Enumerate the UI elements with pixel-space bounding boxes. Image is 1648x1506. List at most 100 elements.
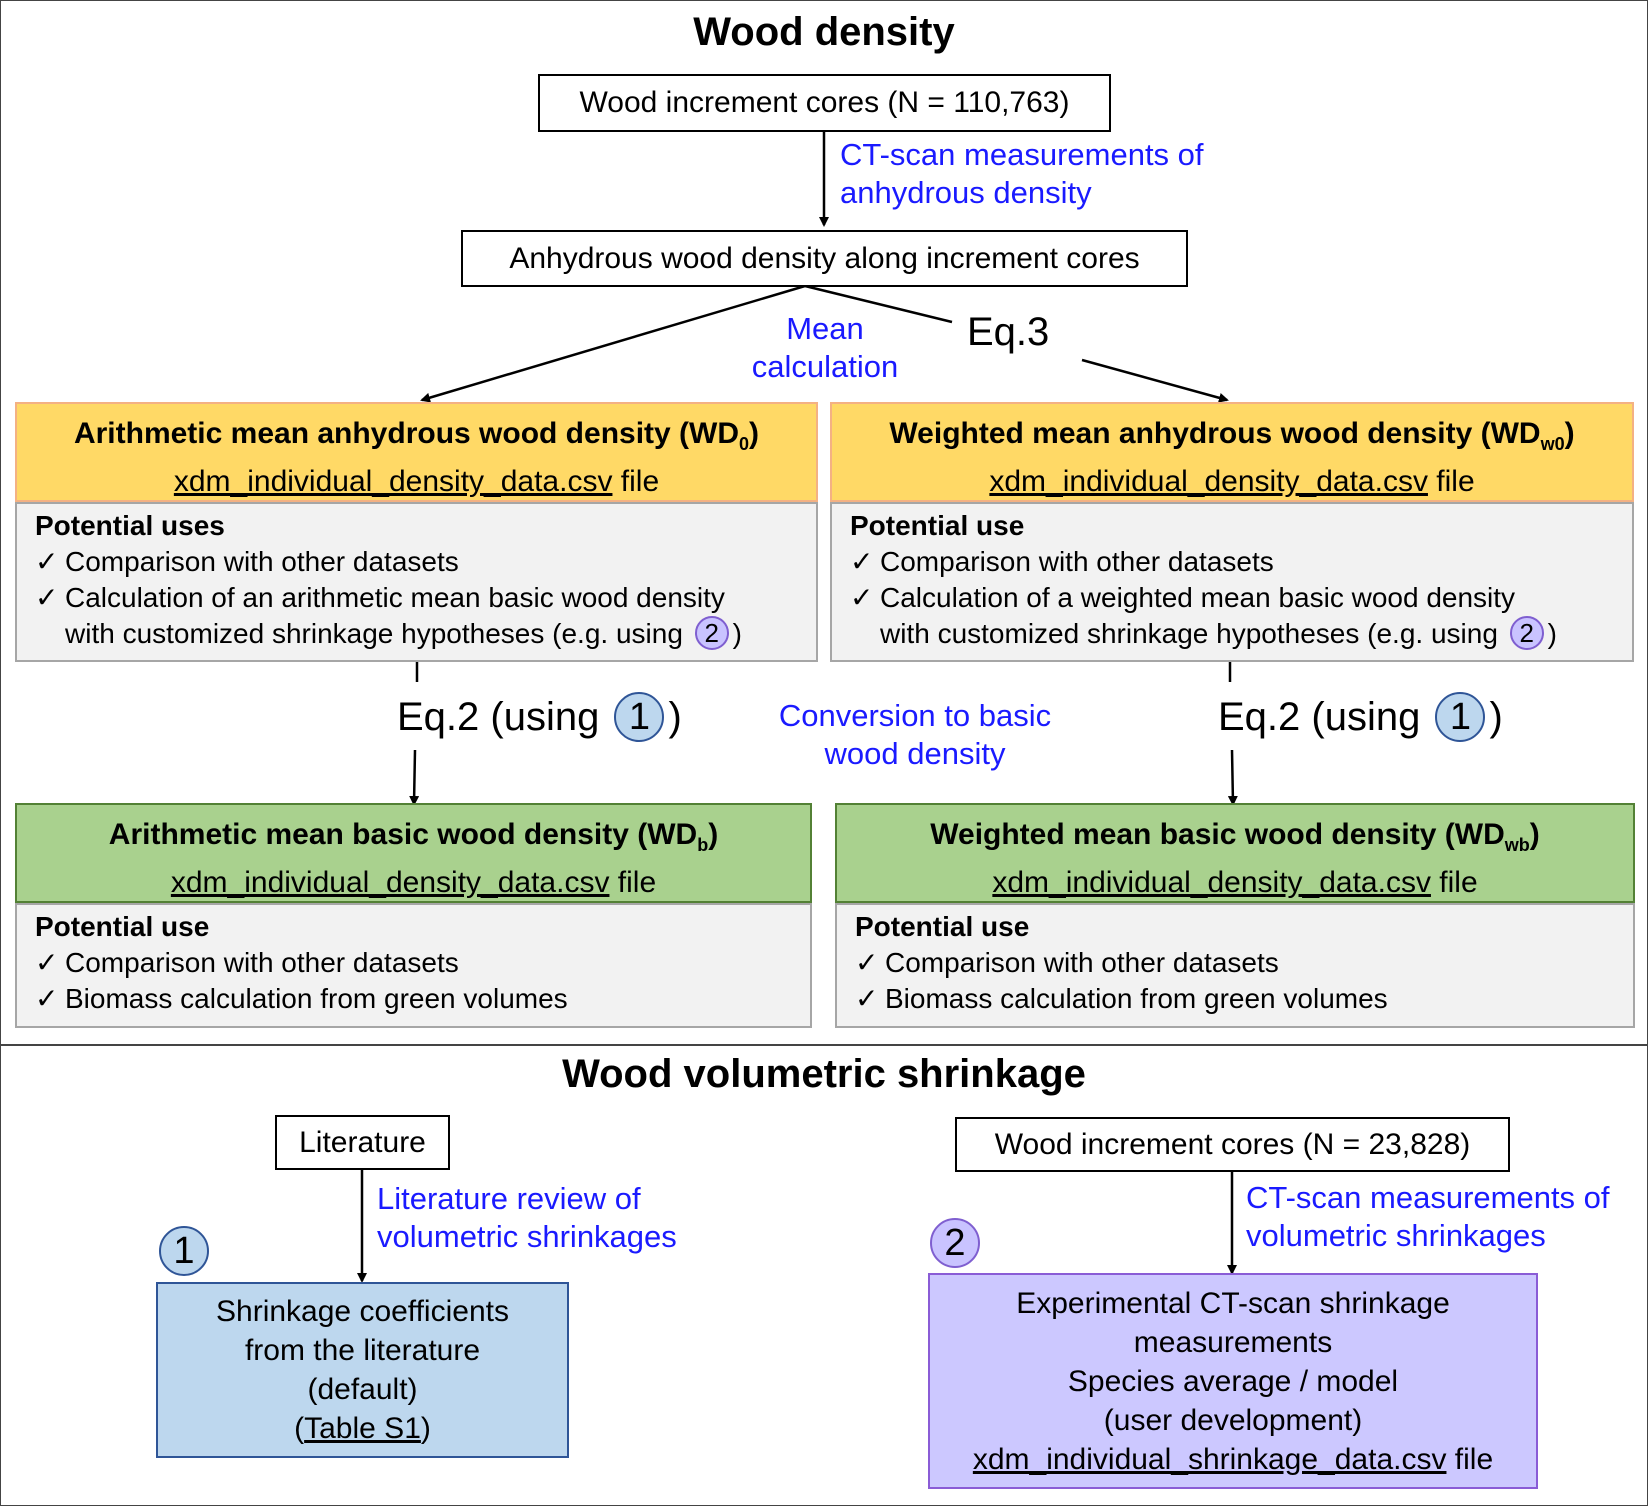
weighted-basic-use-1-text: Comparison with other datasets: [885, 947, 1279, 978]
shrinkage-file: xdm_individual_shrinkage_data.csv: [972, 1442, 1447, 1476]
weighted-anhydrous-sub: w0: [1540, 434, 1565, 454]
weighted-basic-use-1: ✓Comparison with other datasets: [855, 945, 1633, 981]
weighted-anhydrous-use-1-text: Comparison with other datasets: [880, 546, 1274, 577]
weighted-anhydrous-use-2-cont: with customized shrinkage hypotheses (e.…: [850, 616, 1632, 652]
weighted-anhydrous-file-suffix: file: [1427, 465, 1475, 498]
shrinkage-cores-box: Wood increment cores (N = 23,828): [955, 1117, 1510, 1172]
arith-anhydrous-sub: 0: [739, 434, 750, 454]
badge-1-icon: 1: [614, 692, 665, 742]
exp-line2: measurements: [1133, 1325, 1333, 1359]
coef-line2: from the literature: [244, 1334, 481, 1367]
weighted-basic-file: xdm_individual_density_data.csv: [992, 866, 1431, 899]
arith-basic-use-1: ✓Comparison with other datasets: [35, 945, 810, 981]
weighted-basic-use-2-text: Biomass calculation from green volumes: [885, 983, 1388, 1014]
ct-shrinkage-line1: CT-scan measurements of: [1246, 1180, 1610, 1215]
check-icon: ✓: [35, 546, 59, 577]
arrow-anhydrous-to-arith: [420, 284, 806, 403]
weighted-anhydrous-use-1: ✓Comparison with other datasets: [850, 544, 1632, 580]
eq2-left-text: Eq.2 (using: [397, 694, 611, 739]
arith-anhydrous-use-1-text: Comparison with other datasets: [65, 546, 459, 577]
ct-shrinkage-label: CT-scan measurements of volumetric shrin…: [1246, 1179, 1610, 1255]
badge-2-icon: 2: [1509, 616, 1544, 650]
weighted-anhydrous-uses: Potential use ✓Comparison with other dat…: [830, 502, 1634, 662]
conversion-label-line1: Conversion to basic: [778, 698, 1052, 733]
shrinkage-file-suffix: file: [1446, 1442, 1494, 1476]
arith-basic-title-text: Arithmetic mean basic wood density (WD: [108, 818, 698, 851]
arrow-eq3-to-weighted: [1081, 358, 1229, 403]
check-icon: ✓: [850, 582, 874, 613]
mean-calculation-label: Mean calculation: [735, 310, 915, 386]
arrow-eq2-to-weighted-basic: [1227, 749, 1238, 806]
badge-1-icon: 1: [1435, 692, 1486, 742]
weighted-basic-title-text: Weighted mean basic wood density (WD: [930, 818, 1505, 851]
arith-basic-use-1-text: Comparison with other datasets: [65, 947, 459, 978]
arith-anhydrous-file-suffix: file: [612, 465, 660, 498]
weighted-basic-uses-title: Potential use: [855, 911, 1030, 942]
exp-line4: (user development): [1103, 1403, 1363, 1437]
weighted-anhydrous-file-line: xdm_individual_density_data.csv file: [832, 463, 1632, 501]
weighted-anhydrous-use-2-end: ): [1547, 618, 1557, 649]
anhydrous-box: Anhydrous wood density along increment c…: [461, 230, 1188, 287]
arith-basic-title: Arithmetic mean basic wood density (WDb): [17, 816, 810, 864]
arith-anhydrous-use-2-end: ): [732, 618, 742, 649]
weighted-basic-file-line: xdm_individual_density_data.csv file: [837, 864, 1633, 902]
arith-basic-use-2: ✓Biomass calculation from green volumes: [35, 981, 810, 1017]
arith-anhydrous-file: xdm_individual_density_data.csv: [173, 465, 613, 498]
ct-density-label-line1: CT-scan measurements of: [840, 137, 1204, 172]
literature-review-label: Literature review of volumetric shrinkag…: [377, 1180, 677, 1256]
arith-basic-file-line: xdm_individual_density_data.csv file: [17, 864, 810, 902]
literature-review-line1: Literature review of: [377, 1181, 641, 1216]
weighted-anhydrous-file: xdm_individual_density_data.csv: [989, 465, 1428, 498]
experimental-shrinkage-box: Experimental CT-scan shrinkage measureme…: [928, 1273, 1538, 1489]
badge-2-icon: 2: [930, 1218, 980, 1268]
eq2-right-text: Eq.2 (using: [1218, 694, 1432, 739]
check-icon: ✓: [35, 947, 59, 978]
arith-anhydrous-header: Arithmetic mean anhydrous wood density (…: [15, 402, 818, 502]
eq2-right-label: Eq.2 (using 1): [1218, 692, 1503, 742]
shrinkage-title: Wood volumetric shrinkage: [562, 1052, 1086, 1096]
arith-basic-file: xdm_individual_density_data.csv: [170, 866, 610, 899]
exp-line5: xdm_individual_shrinkage_data.csv file: [973, 1440, 1493, 1479]
table-s1-link[interactable]: Table S1: [304, 1412, 421, 1445]
arith-basic-header: Arithmetic mean basic wood density (WDb)…: [15, 803, 812, 903]
check-icon: ✓: [35, 983, 59, 1014]
ct-density-label-line2: anhydrous density: [840, 175, 1092, 210]
arith-anhydrous-title-end: ): [749, 417, 760, 450]
eq3-label: Eq.3: [967, 310, 1050, 354]
literature-review-line2: volumetric shrinkages: [377, 1219, 677, 1254]
arith-anhydrous-use-2: ✓Calculation of an arithmetic mean basic…: [35, 580, 816, 616]
arith-anhydrous-title-text: Arithmetic mean anhydrous wood density (…: [73, 417, 740, 450]
arith-basic-uses: Potential use ✓Comparison with other dat…: [15, 903, 812, 1028]
weighted-basic-use-2: ✓Biomass calculation from green volumes: [855, 981, 1633, 1017]
arith-anhydrous-uses-title: Potential uses: [35, 510, 225, 541]
arith-basic-title-end: ): [708, 818, 719, 851]
literature-box: Literature: [275, 1115, 450, 1170]
arith-basic-use-2-text: Biomass calculation from green volumes: [65, 983, 568, 1014]
shrinkage-coefficients-box: Shrinkage coefficients from the literatu…: [156, 1282, 569, 1458]
conversion-label-line2: wood density: [824, 736, 1006, 771]
mean-label-line1: Mean: [786, 311, 864, 346]
arith-anhydrous-use-2-text: Calculation of an arithmetic mean basic …: [65, 582, 725, 613]
arith-basic-sub: b: [697, 835, 709, 855]
check-icon: ✓: [850, 546, 874, 577]
arith-anhydrous-use-2-cont: with customized shrinkage hypotheses (e.…: [35, 616, 816, 652]
eq2-left-end: ): [668, 694, 682, 739]
weighted-anhydrous-uses-title: Potential use: [850, 510, 1025, 541]
weighted-anhydrous-use-2: ✓Calculation of a weighted mean basic wo…: [850, 580, 1632, 616]
badge-1-icon: 1: [159, 1226, 209, 1276]
exp-line1: Experimental CT-scan shrinkage: [1016, 1286, 1450, 1320]
arith-anhydrous-file-line: xdm_individual_density_data.csv file: [17, 463, 816, 501]
weighted-anhydrous-use-2-text: Calculation of a weighted mean basic woo…: [880, 582, 1516, 613]
check-icon: ✓: [855, 947, 879, 978]
weighted-basic-file-suffix: file: [1430, 866, 1478, 899]
weighted-anhydrous-title: Weighted mean anhydrous wood density (WD…: [832, 415, 1632, 463]
coef-line4: (Table S1): [294, 1409, 431, 1448]
density-cores-box: Wood increment cores (N = 110,763): [538, 74, 1111, 132]
conversion-label: Conversion to basic wood density: [745, 697, 1085, 773]
arith-basic-uses-title: Potential use: [35, 911, 210, 942]
arith-anhydrous-title: Arithmetic mean anhydrous wood density (…: [17, 415, 816, 463]
weighted-basic-title: Weighted mean basic wood density (WDwb): [837, 816, 1633, 864]
ct-density-label: CT-scan measurements of anhydrous densit…: [840, 136, 1204, 212]
weighted-basic-sub: wb: [1504, 835, 1530, 855]
